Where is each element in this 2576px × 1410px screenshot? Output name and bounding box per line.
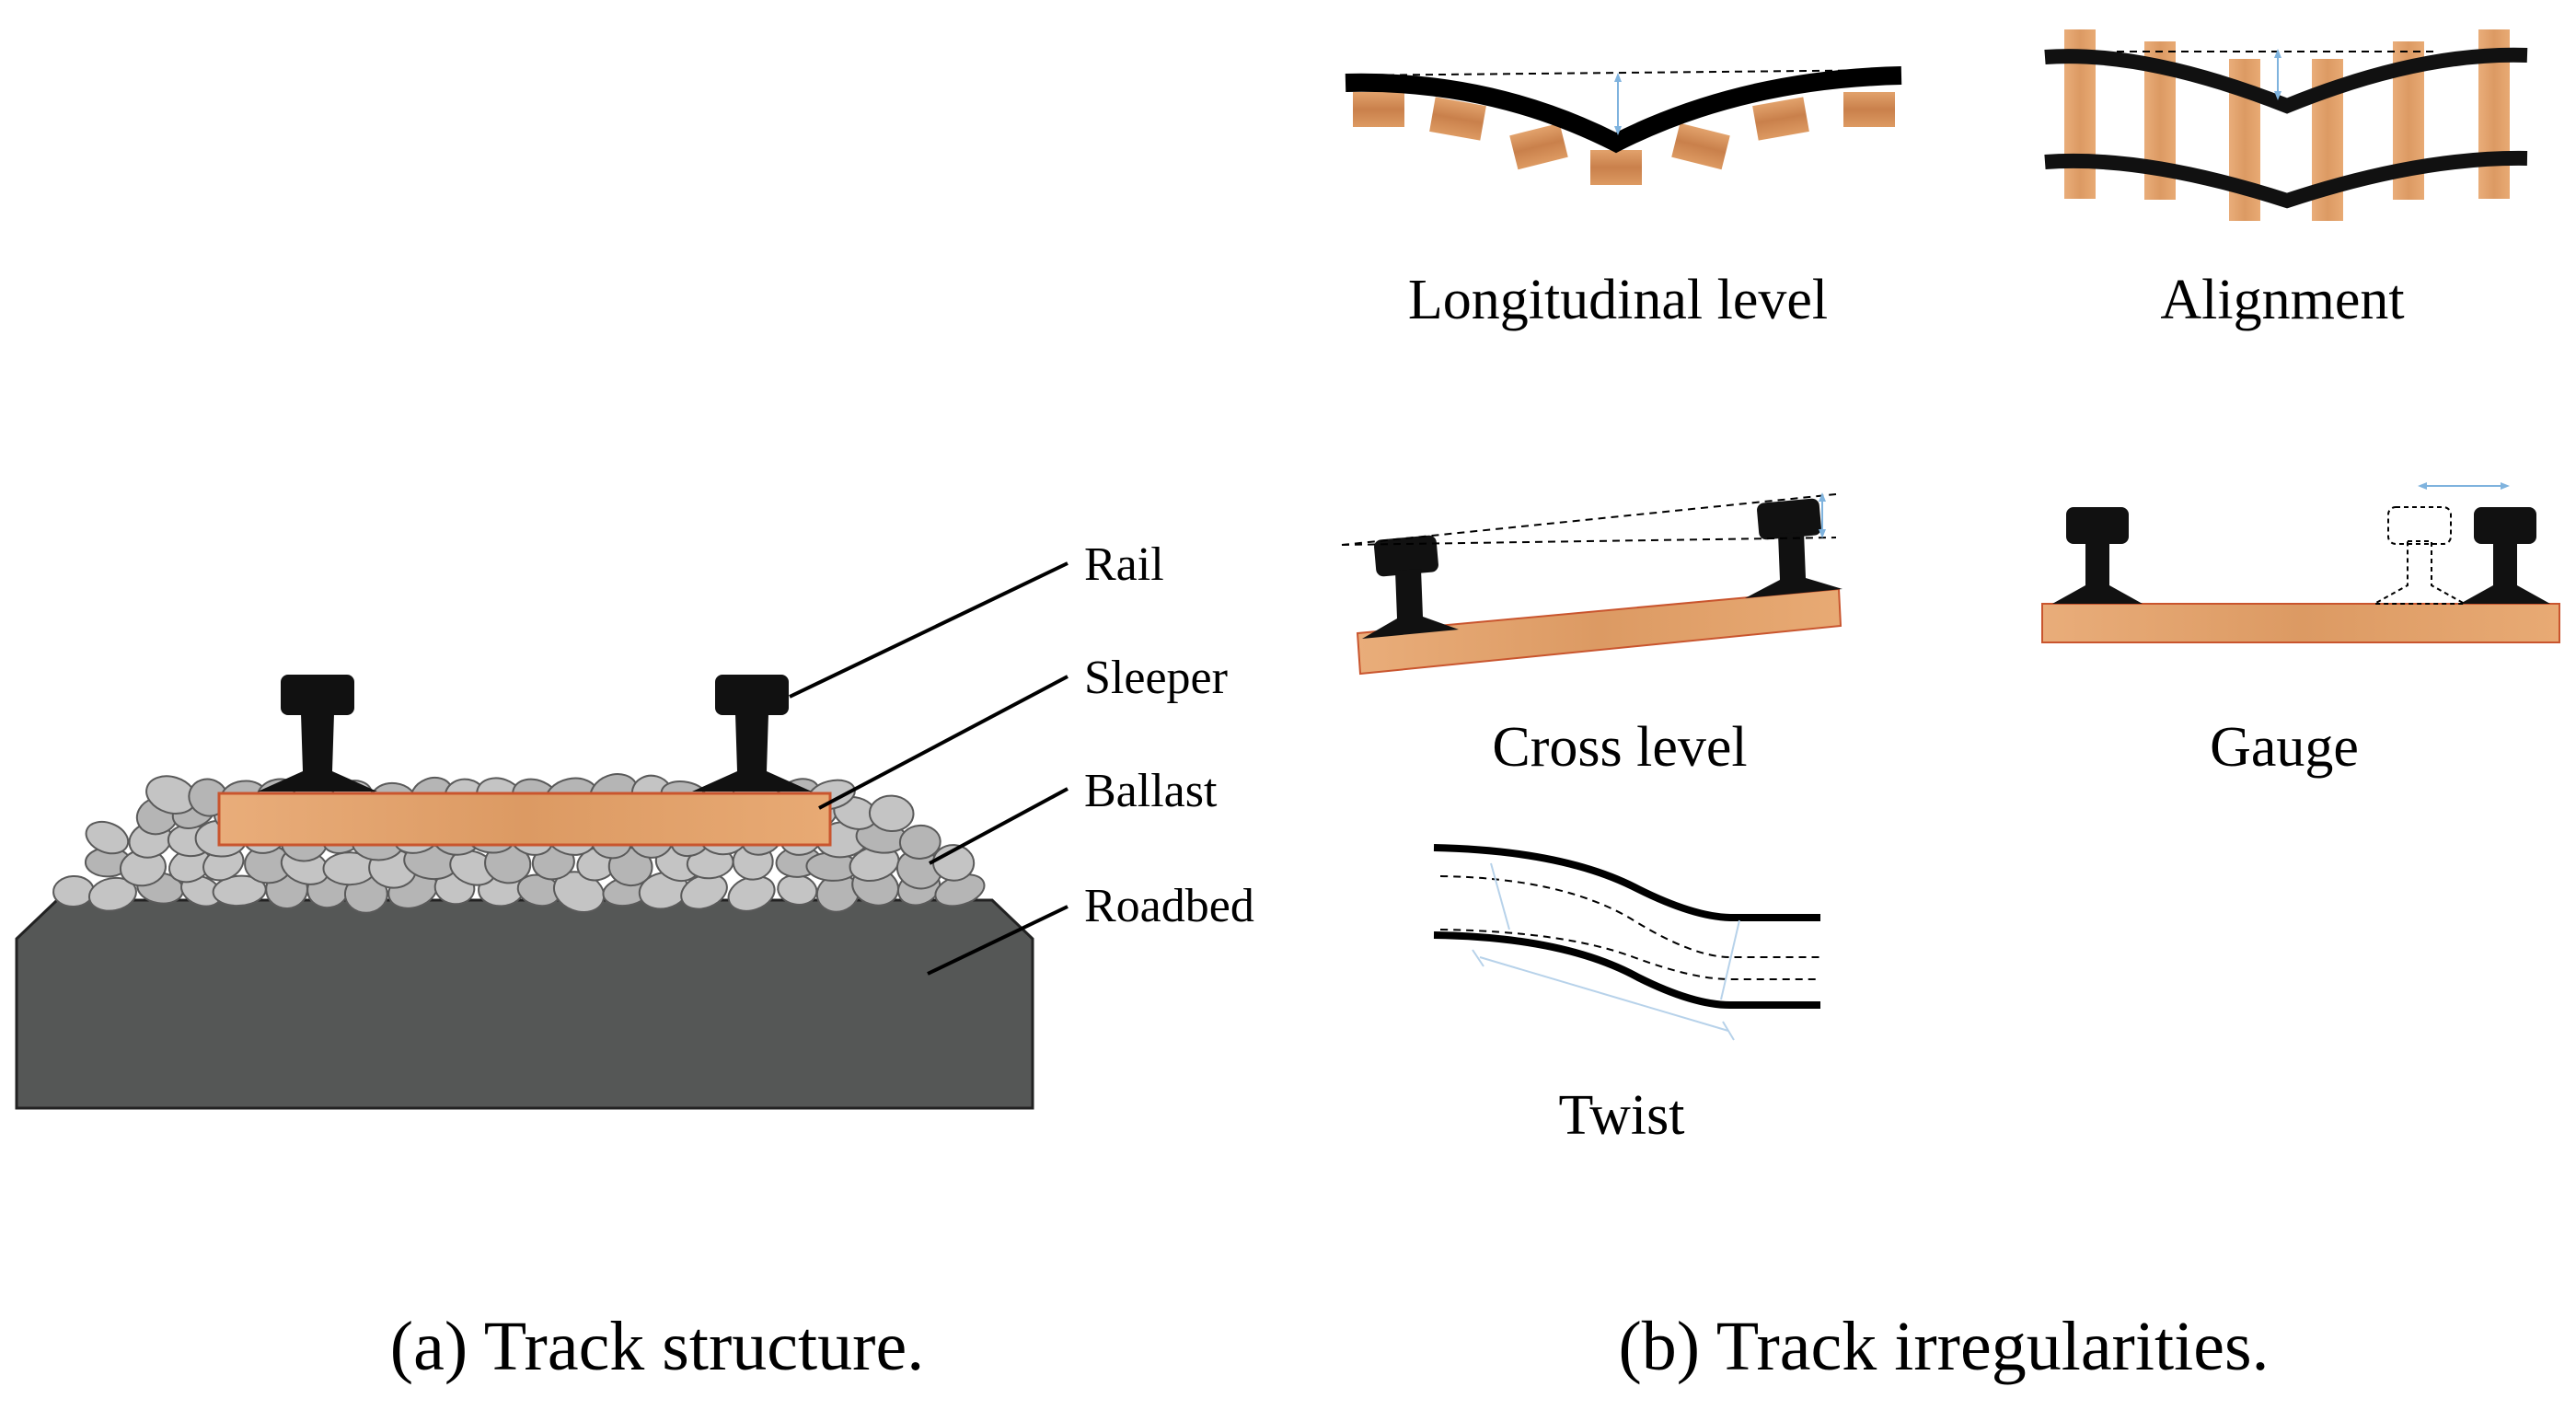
ballast-stone <box>898 824 941 860</box>
rail-right <box>692 675 812 792</box>
caption-a: (a) Track structure. <box>390 1308 924 1385</box>
twist-diagram <box>1433 844 1820 1041</box>
rail-left <box>258 675 377 792</box>
label-longitudinal-level: Longitudinal level <box>1408 269 1828 331</box>
label-ballast: Ballast <box>1084 765 1218 817</box>
ballast-stone <box>85 820 130 855</box>
leader-lines <box>789 561 1069 976</box>
label-cross-level: Cross level <box>1492 716 1747 779</box>
sleeper <box>217 792 832 847</box>
caption-b: (b) Track irregularities. <box>1618 1308 2269 1385</box>
ballast-stone <box>88 876 137 912</box>
track-irregularities-panel: Longitudinal level Alignment <box>1341 29 2560 1385</box>
roadbed-block <box>15 898 1034 1110</box>
label-twist: Twist <box>1559 1084 1685 1147</box>
label-roadbed: Roadbed <box>1084 880 1254 932</box>
ballast-stone <box>868 794 915 833</box>
gauge-diagram <box>2041 482 2560 643</box>
cross-level-diagram <box>1341 492 1842 676</box>
longitudinal-level-diagram <box>1345 66 1902 185</box>
label-rail: Rail <box>1084 538 1164 591</box>
track-structure-panel: Rail Sleeper Ballast Roadbed (a) Track s… <box>15 538 1254 1385</box>
label-alignment: Alignment <box>2160 269 2404 331</box>
label-sleeper: Sleeper <box>1084 652 1228 704</box>
label-gauge: Gauge <box>2210 716 2359 779</box>
alignment-diagram <box>2044 29 2528 221</box>
